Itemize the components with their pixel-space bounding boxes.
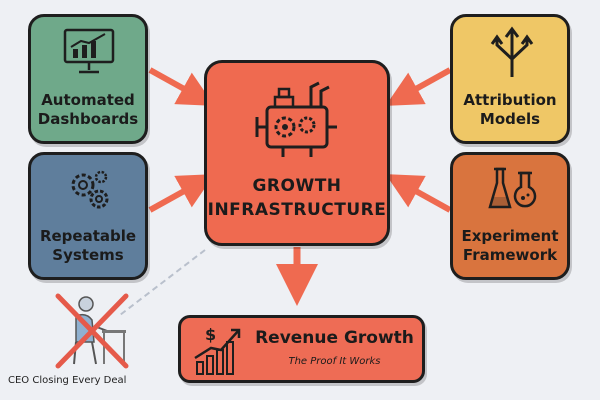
arrow-systems-to-center (148, 174, 215, 213)
revenue-growth-subtitle: The Proof It Works (288, 356, 381, 367)
dashboard-chart-icon (63, 28, 115, 74)
ceo-closing-label: CEO Closing Every Deal (8, 375, 127, 386)
crossed-out-person-icon (55, 293, 129, 369)
growth-infrastructure-box: GROWTH INFRASTRUCTURE (204, 60, 390, 246)
engine-icon (255, 81, 337, 157)
dashed-link-to-ceo (119, 249, 206, 316)
growth-chart-icon: $ (194, 325, 241, 375)
branching-arrows-icon (490, 26, 534, 77)
center-title-line2: INFRASTRUCTURE (207, 200, 387, 220)
arrow-experiment-to-center (385, 174, 452, 213)
svg-text:$: $ (205, 325, 216, 344)
arrow-dashboards-to-center (148, 67, 215, 106)
flasks-icon (488, 167, 537, 209)
arrow-attribution-to-center (385, 67, 452, 106)
revenue-growth-title: Revenue Growth (255, 328, 414, 348)
center-title-line1: GROWTH (252, 176, 342, 196)
revenue-growth-box: $ Revenue Growth The Proof It Works (178, 315, 425, 383)
gears-icon (71, 170, 109, 209)
